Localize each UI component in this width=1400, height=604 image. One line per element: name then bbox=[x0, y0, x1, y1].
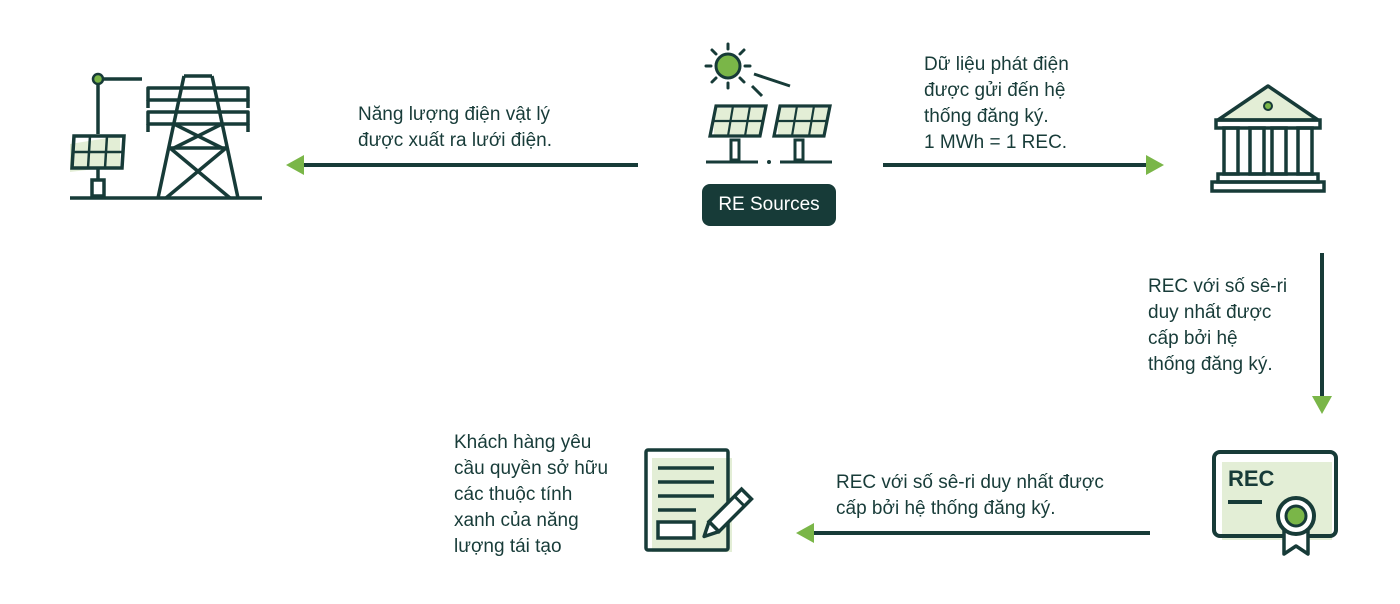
label-data-sent: Dữ liệu phát điện được gửi đến hệ thống … bbox=[924, 54, 1069, 153]
label-grid-export: Năng lượng điện vật lý được xuất ra lưới… bbox=[358, 104, 552, 151]
arrow-to-registry bbox=[883, 155, 1164, 175]
arrow-to-contract bbox=[796, 523, 1150, 543]
re-sources-badge: RE Sources bbox=[702, 184, 836, 226]
label-rec-issued-horizontal: REC với số sê-ri duy nhất được cấp bởi h… bbox=[836, 472, 1104, 519]
arrow-to-grid bbox=[286, 155, 638, 175]
document-pen-icon bbox=[644, 448, 754, 552]
bank-building-icon bbox=[1210, 84, 1326, 193]
arrow-to-certificate bbox=[1312, 253, 1332, 414]
label-customer-claim: Khách hàng yêu cầu quyền sở hữu các thuộ… bbox=[454, 432, 609, 557]
power-tower-solar-icon bbox=[70, 72, 262, 200]
sun-solar-panels-icon bbox=[704, 42, 832, 164]
rec-certificate-icon: REC bbox=[1212, 450, 1338, 556]
label-rec-issued-vertical: REC với số sê-ri duy nhất được cấp bởi h… bbox=[1148, 276, 1288, 375]
certificate-text: REC bbox=[1228, 466, 1275, 491]
